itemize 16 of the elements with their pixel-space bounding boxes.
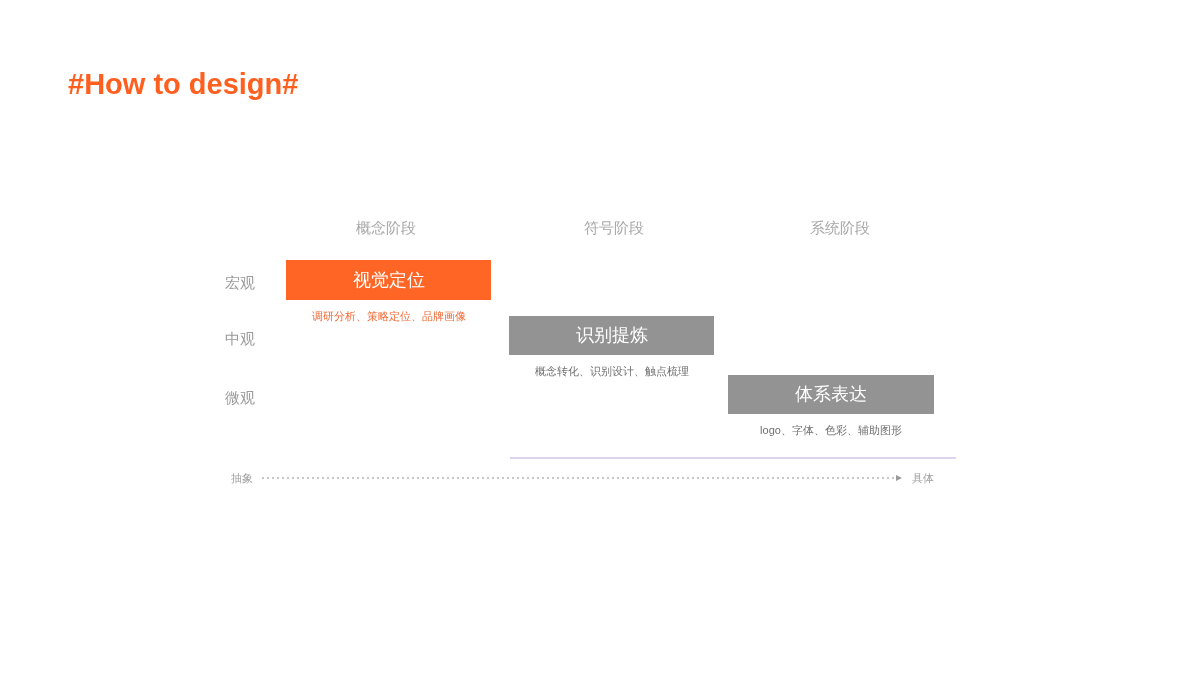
stage-box: 体系表达 (728, 375, 934, 414)
stage-description: logo、字体、色彩、辅助图形 (759, 423, 903, 438)
title: #How to design# (68, 70, 299, 99)
dotted-arrow (261, 475, 902, 481)
row-label: 中观 (224, 329, 256, 349)
row-label: 宏观 (224, 273, 256, 293)
axis-label: 具体 (903, 470, 943, 486)
stage-description: 调研分析、策略定位、品牌画像 (310, 309, 467, 324)
stage-box: 视觉定位 (286, 260, 491, 300)
column-header: 系统阶段 (809, 218, 871, 238)
axis-label: 抽象 (222, 470, 262, 486)
column-header: 概念阶段 (355, 218, 417, 238)
column-header: 符号阶段 (583, 218, 645, 238)
row-label: 微观 (224, 388, 256, 408)
stage-description: 概念转化、识别设计、触点梳理 (533, 364, 690, 379)
stage-box: 识别提炼 (509, 316, 714, 355)
